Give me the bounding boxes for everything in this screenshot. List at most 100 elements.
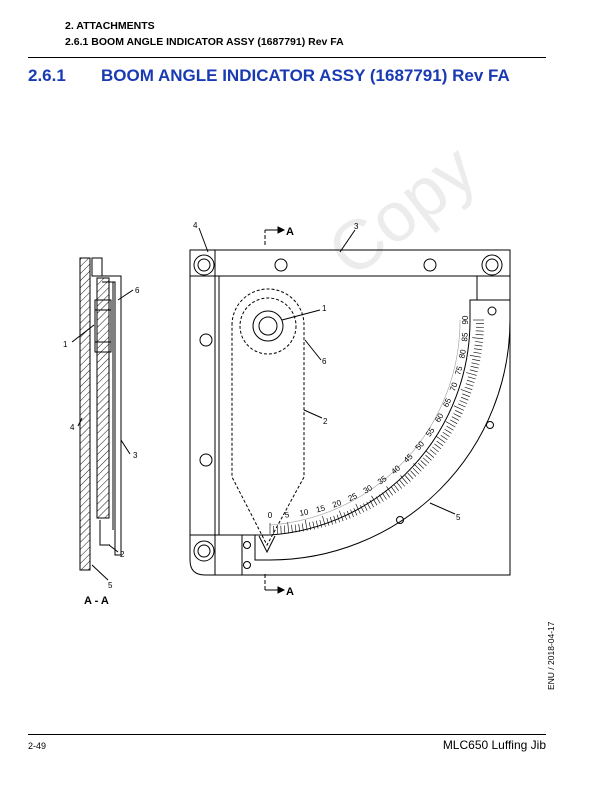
scale-label: 60: [433, 411, 446, 424]
scale-tick: [363, 503, 368, 511]
scale-tick: [407, 472, 414, 480]
callout-front-5: 5: [456, 513, 461, 522]
corner-bolt-tl: [193, 254, 215, 276]
header-chapter: 2. ATTACHMENTS: [65, 20, 155, 32]
scale-label: 15: [315, 503, 326, 514]
scale-tick: [390, 486, 397, 494]
indicator-frame-outline: [189, 249, 511, 576]
scale-label: 30: [362, 483, 375, 496]
scale-tick: [350, 509, 354, 518]
scale-label: 20: [331, 498, 343, 510]
scale-tick: [420, 460, 427, 467]
scale-label: 75: [453, 365, 464, 376]
corner-bolt-tr: [481, 254, 503, 276]
section-number: 2.6.1: [28, 66, 66, 85]
side-bearing: [94, 299, 112, 353]
callout-side-2: 2: [120, 550, 125, 559]
product-name: MLC650 Luffing Jib: [442, 738, 546, 752]
section-marker-bottom: A: [286, 586, 294, 598]
scale-label: 10: [299, 507, 310, 518]
scale-tick: [469, 355, 481, 358]
callout-front-6: 6: [322, 357, 327, 366]
scale-tick: [291, 524, 293, 533]
section-view-a-a: [71, 257, 134, 581]
footer-divider: [28, 734, 546, 735]
scale-tick: [355, 503, 361, 515]
scale-tick: [339, 510, 344, 522]
scale-tick: [436, 436, 446, 443]
scale-tick: [393, 484, 400, 492]
scale-label: 55: [424, 426, 437, 439]
scale-tick: [346, 510, 351, 519]
scale-tick: [455, 410, 463, 415]
scale-tick: [434, 443, 442, 450]
scale-tick: [381, 492, 387, 500]
page-number: 2-49: [28, 741, 47, 751]
scale-tick: [413, 463, 422, 472]
mounting-hole: [274, 258, 288, 272]
scale-label: 85: [460, 332, 470, 342]
scale-tick: [422, 457, 430, 464]
scale-tick: [450, 419, 458, 424]
callout-side-1: 1: [63, 340, 68, 349]
scale-tick: [442, 431, 450, 437]
scale-tick: [453, 405, 465, 411]
side-backplate: [79, 257, 91, 571]
scale-label: 5: [284, 510, 290, 519]
scale-tick: [386, 486, 393, 496]
scale-label: 80: [457, 348, 468, 359]
scale-tick: [460, 396, 469, 401]
scale-tick: [464, 386, 473, 390]
callout-side-5: 5: [108, 581, 113, 590]
callout-side-6: 6: [135, 286, 140, 295]
mounting-hole: [199, 453, 213, 467]
scale-tick: [467, 376, 476, 380]
scale-tick: [473, 348, 482, 351]
scale-tick: [298, 523, 301, 532]
scale-label: 0: [268, 511, 273, 520]
scale-tick: [465, 383, 474, 387]
side-bolt-head: [91, 257, 103, 277]
scale-tick: [474, 344, 483, 347]
scale-label: 90: [461, 315, 470, 324]
section-view-label: A - A: [84, 595, 109, 607]
scale-tick: [440, 434, 448, 440]
scale-tick: [384, 490, 390, 498]
callout-side-4: 4: [70, 423, 75, 432]
scale-tick: [319, 519, 323, 528]
mounting-hole: [199, 333, 213, 347]
callout-front-3: 3: [354, 222, 359, 231]
scale-tick: [472, 337, 484, 339]
scale-tick: [404, 475, 411, 482]
mounting-hole: [423, 258, 437, 272]
scale-tick: [329, 516, 333, 525]
scale-tick: [326, 517, 330, 526]
scale-tick: [360, 505, 365, 513]
scale-tick: [451, 416, 460, 421]
scale-tick: [343, 512, 347, 520]
scale-tick: [369, 500, 374, 508]
scale-label: 70: [448, 381, 460, 393]
scale-tick: [412, 467, 419, 475]
scale-tick: [446, 425, 454, 431]
scale-tick: [333, 515, 337, 524]
scale-tick: [473, 351, 482, 354]
scale-tick: [466, 372, 477, 376]
callout-front-2: 2: [323, 417, 328, 426]
scale-label: 50: [413, 439, 426, 452]
scale-tick: [353, 508, 358, 516]
scale-tick: [459, 400, 468, 404]
scale-tick: [462, 393, 470, 397]
scale-tick: [399, 479, 405, 487]
corner-bolt-bl: [193, 540, 215, 562]
scale-tick: [316, 520, 319, 529]
pivot-hub: [252, 310, 284, 342]
scale-tick: [371, 495, 378, 506]
watermark-text: Copy: [314, 129, 491, 291]
scale-label: 65: [441, 396, 453, 408]
scale-tick: [378, 494, 384, 502]
scale-label: 45: [402, 452, 415, 465]
scale-tick: [309, 522, 312, 531]
